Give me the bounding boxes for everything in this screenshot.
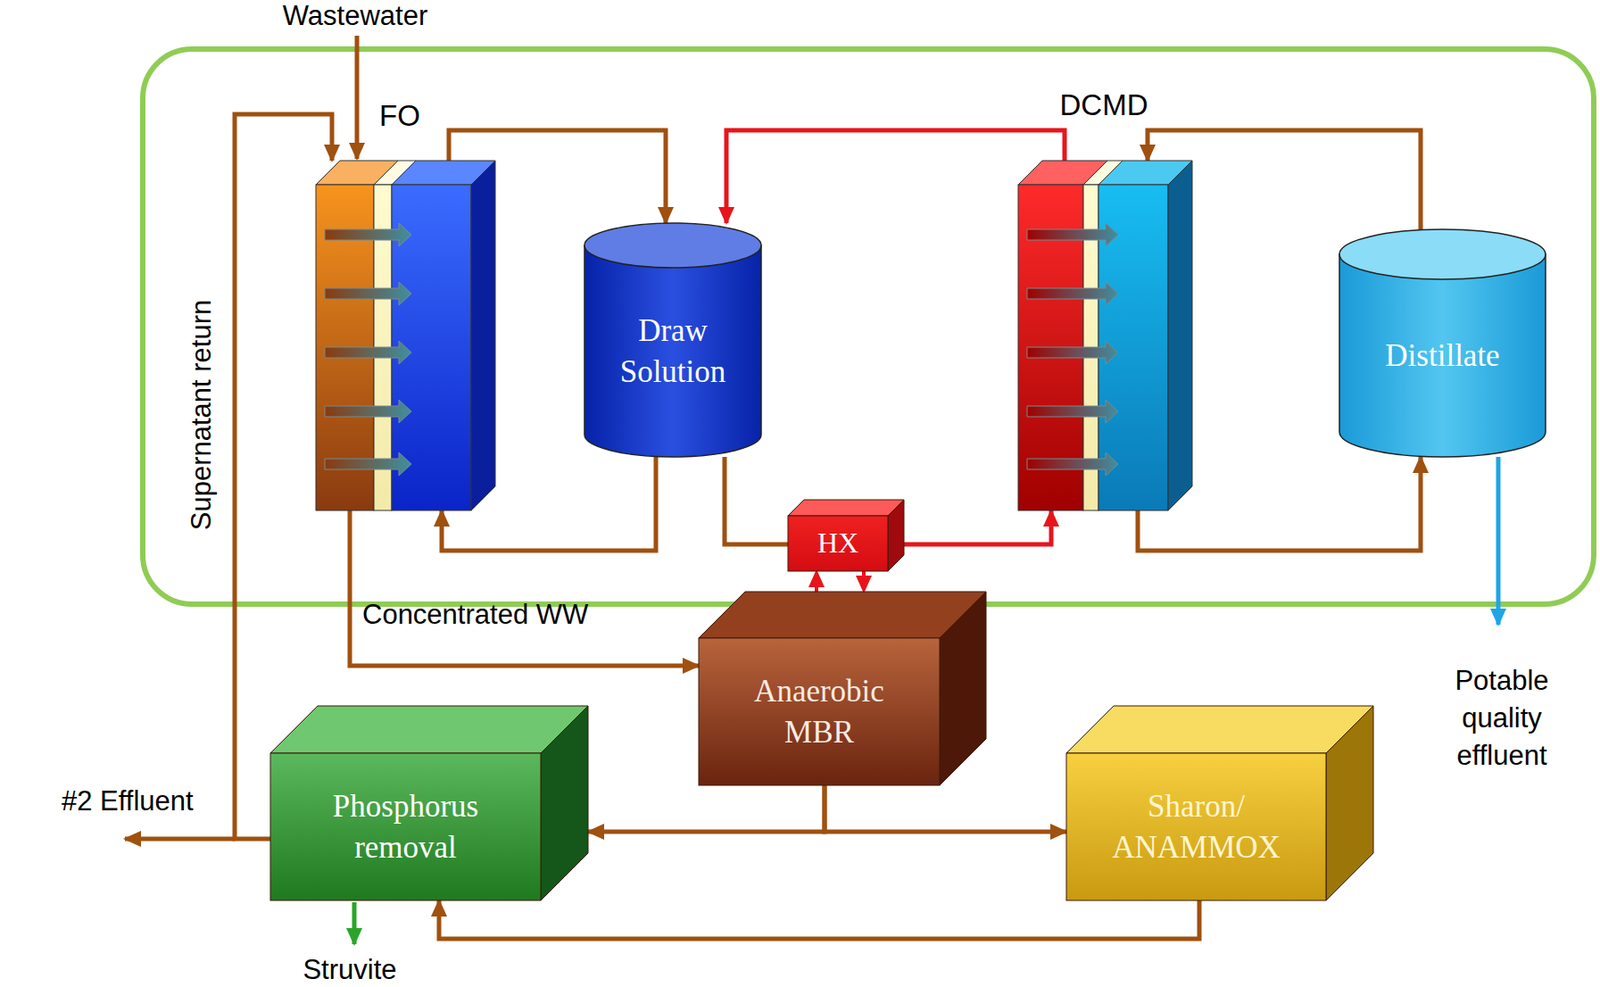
- struvite-arrow: [352, 902, 357, 945]
- box-front-face: [1066, 753, 1327, 901]
- flow-label: Supernatant return: [182, 299, 221, 531]
- node-face: Draw Solution: [584, 267, 762, 435]
- permeate-flow-arrow: [324, 452, 412, 476]
- permeate-flow-arrow: [324, 281, 412, 306]
- permeate-flow-arrow: [1027, 452, 1119, 476]
- node-shape: [1018, 160, 1193, 511]
- heat-flow-connector: [862, 571, 866, 592]
- phosphorus-removal-box: Phosphorus removal: [270, 705, 589, 901]
- permeate-flow-arrow: [1027, 340, 1119, 365]
- module-side-face: [471, 160, 496, 511]
- distillate-tank: Distillate: [1339, 229, 1546, 457]
- effluent-arrow: [124, 837, 235, 842]
- wastewater-inlet-arrow: [355, 35, 360, 159]
- heat-exchanger-box: HX: [787, 499, 904, 572]
- flow-connector: [903, 510, 1052, 545]
- product-label: Struvite: [302, 955, 397, 984]
- permeate-flow-arrow: [1027, 399, 1119, 423]
- box-side-face: [887, 499, 904, 572]
- box-side-face: [939, 591, 987, 786]
- node-face: Sharon/ ANAMMOX: [1066, 753, 1327, 901]
- box-top-face: [787, 499, 904, 516]
- process-label: HX: [817, 524, 859, 563]
- membrane-distillation-module: DCMD: [1018, 160, 1193, 511]
- permeate-flow-arrow: [324, 223, 412, 247]
- potable-effluent-arrow: [1496, 456, 1501, 625]
- node-face: HX: [787, 515, 888, 572]
- flow-connector: [824, 785, 1067, 832]
- node-face: Phosphorus removal: [270, 753, 541, 901]
- tank-label: Distillate: [1384, 335, 1500, 377]
- flow-label: Concentrated WW: [362, 596, 589, 634]
- box-front-face: [698, 638, 940, 786]
- outlet-label: #2 Effluent: [61, 782, 194, 821]
- anaerobic-mbr-box: Anaerobic MBR: [698, 591, 987, 786]
- forward-osmosis-module: FO: [315, 160, 496, 511]
- permeate-flow-arrow: [324, 340, 412, 365]
- tank-top: [1339, 229, 1546, 280]
- permeate-flow-arrow: [1027, 281, 1119, 306]
- sharon-anammox-box: Sharon/ ANAMMOX: [1066, 705, 1374, 901]
- system-boundary: [142, 49, 1594, 605]
- heat-flow-connector: [814, 571, 819, 592]
- flow-connector: [724, 456, 788, 545]
- module-heading: DCMD: [1060, 88, 1149, 123]
- tank-body: [584, 245, 762, 457]
- tank-body: [1339, 254, 1546, 457]
- module-heading: FO: [379, 99, 421, 133]
- box-top-face: [270, 705, 589, 754]
- inlet-label: Wastewater: [282, 0, 429, 35]
- box-top-face: [1066, 705, 1374, 754]
- module-side-face: [1168, 160, 1193, 511]
- flow-connector: [588, 785, 825, 832]
- flow-connector: [349, 510, 699, 666]
- outlet-label: Potable quality effluent: [1425, 662, 1578, 775]
- tank-label: Draw Solution: [596, 310, 749, 392]
- process-label: Sharon/ ANAMMOX: [1094, 786, 1300, 868]
- box-front-face: [270, 753, 541, 901]
- box-side-face: [540, 705, 589, 901]
- process-label: Phosphorus removal: [298, 786, 514, 868]
- draw-solution-tank: Draw Solution: [584, 223, 762, 457]
- permeate-flow-arrow: [1027, 223, 1119, 247]
- process-label: Anaerobic MBR: [721, 671, 918, 753]
- node-face: Anaerobic MBR: [698, 638, 940, 786]
- permeate-flow-arrow: [324, 399, 412, 423]
- box-front-face: [787, 515, 888, 572]
- tank-top: [584, 223, 762, 268]
- flow-connector: [439, 900, 1200, 939]
- flow-connector: [726, 130, 1065, 224]
- node-shape: [315, 160, 496, 511]
- node-face: Distillate: [1339, 279, 1546, 432]
- box-side-face: [1326, 705, 1374, 901]
- box-top-face: [698, 591, 987, 639]
